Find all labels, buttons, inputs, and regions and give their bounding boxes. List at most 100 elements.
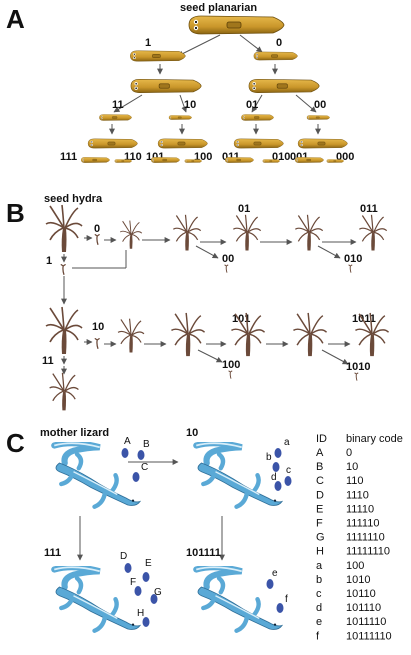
planarian-regenerated <box>233 138 284 149</box>
arrow-b <box>197 349 223 363</box>
egg <box>276 603 284 613</box>
planarian-piece <box>184 159 202 163</box>
planarian-piece <box>99 114 132 121</box>
table-cell-code: 111110 <box>346 518 379 530</box>
arrow-a <box>113 94 143 113</box>
hydra-bud <box>354 372 359 382</box>
egg-id: D <box>120 551 127 562</box>
egg <box>274 448 282 458</box>
table-cell-id: c <box>316 588 322 600</box>
table-cell-code: 1110 <box>346 489 369 501</box>
code-label: 1 <box>46 255 52 267</box>
table-cell-id: d <box>316 602 322 614</box>
table-cell-code: 0 <box>346 447 352 459</box>
planarian-regenerated <box>248 78 320 94</box>
table-cell-code: 110 <box>346 475 364 487</box>
table-cell-code: 10110 <box>346 588 376 600</box>
planarian-regenerated <box>157 138 208 149</box>
table-cell-id: E <box>316 503 323 515</box>
egg <box>266 579 274 589</box>
egg <box>137 450 145 460</box>
hydra <box>172 214 202 252</box>
hydra <box>358 214 388 252</box>
egg <box>272 462 280 472</box>
hydra <box>292 312 328 358</box>
egg-id: F <box>130 577 136 588</box>
table-cell-id: A <box>316 447 324 459</box>
panel-a: A seed planarian 1 0 11 10 01 00 <box>6 2 354 163</box>
code-label: 011 <box>360 203 378 215</box>
egg-id: a <box>284 437 290 448</box>
planarian-piece <box>150 157 180 163</box>
planarian-piece <box>114 159 132 163</box>
planarian-head-piece <box>129 50 186 62</box>
planarian-piece <box>80 157 110 163</box>
table-cell-code: 1111110 <box>346 532 385 544</box>
lizard-code-label: 10 <box>186 427 198 439</box>
hydra <box>117 318 145 354</box>
arrow-a <box>251 94 263 113</box>
hydra-bud <box>60 264 67 276</box>
egg <box>150 594 158 604</box>
table-cell-id: e <box>316 616 322 628</box>
panel-c-letter: C <box>6 428 25 458</box>
code-label: 00 <box>314 99 326 111</box>
code-label: 10 <box>184 99 196 111</box>
planarian-regenerated <box>87 138 138 149</box>
egg <box>284 476 292 486</box>
hydra-bud <box>348 264 353 274</box>
table-cell-code: 11111110 <box>346 546 390 558</box>
lizard-child <box>54 567 140 631</box>
panel-c: C mother lizard A B C 10 a b c d 111 D E… <box>6 427 403 642</box>
hydra-bud <box>94 234 101 246</box>
table-cell-code: 11110 <box>346 503 374 515</box>
egg <box>142 617 150 627</box>
hydra <box>294 214 324 252</box>
hydra-bud <box>228 370 233 380</box>
code-label: 10 <box>92 321 104 333</box>
panel-b-letter: B <box>6 198 25 228</box>
egg <box>121 448 129 458</box>
code-label: 1010 <box>346 361 370 373</box>
table-cell-id: b <box>316 574 322 586</box>
planarian-piece <box>168 115 192 120</box>
planarian-piece <box>241 114 274 121</box>
code-label: 0 <box>276 37 282 49</box>
lizard-code-label: 101111 <box>186 547 221 559</box>
arrow-a <box>177 34 221 57</box>
table-cell-id: C <box>316 475 324 487</box>
panel-b-title: seed hydra <box>44 193 103 205</box>
hydra <box>48 372 80 412</box>
arrow-a <box>179 94 188 113</box>
code-label: 100 <box>222 359 240 371</box>
table-cell-code: 10111110 <box>346 630 392 642</box>
table-cell-id: H <box>316 546 324 558</box>
arrow-b <box>321 349 349 365</box>
panel-a-letter: A <box>6 4 25 34</box>
arrow-a <box>295 94 317 113</box>
panel-a-title: seed planarian <box>180 2 257 14</box>
code-label: 11 <box>112 99 124 111</box>
planarian-piece <box>224 157 254 163</box>
planarian-regenerated <box>297 138 348 149</box>
code-label: 1011 <box>352 313 376 325</box>
panel-b: B seed hydra 0 01 00 011 010 1 <box>6 193 390 412</box>
hydra <box>45 204 83 253</box>
egg-id: e <box>272 568 278 579</box>
table-cell-id: G <box>316 532 325 544</box>
planarian-regenerated <box>130 78 202 94</box>
hydra-bud <box>94 338 101 350</box>
egg <box>132 472 140 482</box>
code-label: 111 <box>60 151 77 163</box>
code-label: 01 <box>246 99 258 111</box>
hydra <box>170 312 206 358</box>
hydra <box>45 306 83 355</box>
egg-id: C <box>141 462 148 473</box>
mother-lizard-label: mother lizard <box>40 427 109 439</box>
planarian-piece <box>306 115 330 120</box>
egg-id: c <box>286 465 291 476</box>
lizard-code-label: 111 <box>44 547 61 559</box>
table-cell-id: F <box>316 518 323 530</box>
